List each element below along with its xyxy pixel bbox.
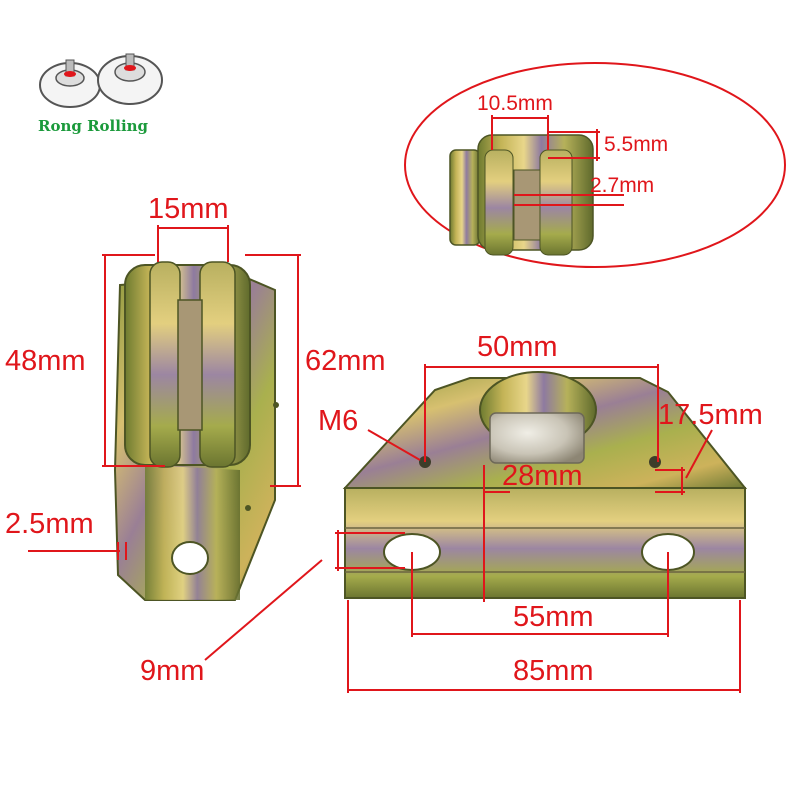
- dim-hole-height: 17.5mm: [658, 399, 763, 431]
- dim-total-height: 62mm: [305, 345, 386, 377]
- dim-hole-spacing-bottom: 55mm: [513, 601, 594, 633]
- brand-logo: [39, 53, 163, 108]
- dim-total-width: 85mm: [513, 655, 594, 687]
- dim-groove-depth: 5.5mm: [604, 133, 669, 156]
- dim-groove-top-width: 10.5mm: [477, 92, 553, 115]
- dimension-lines: [28, 115, 741, 693]
- dim-slot-width: 9mm: [140, 655, 205, 687]
- dim-plate-height: 28mm: [502, 460, 583, 492]
- dim-thread: M6: [318, 405, 359, 437]
- dim-plate-thickness: 2.5mm: [5, 508, 94, 540]
- groove-detail-callout: [404, 62, 786, 268]
- brand-name: Rong Rolling: [38, 117, 149, 135]
- dim-groove-width: 15mm: [148, 193, 229, 225]
- dim-wheel-height: 48mm: [5, 345, 86, 377]
- dim-groove-bottom: 2.7mm: [590, 174, 655, 197]
- dim-hole-spacing-top: 50mm: [477, 331, 558, 363]
- side-view-roller: [113, 261, 279, 601]
